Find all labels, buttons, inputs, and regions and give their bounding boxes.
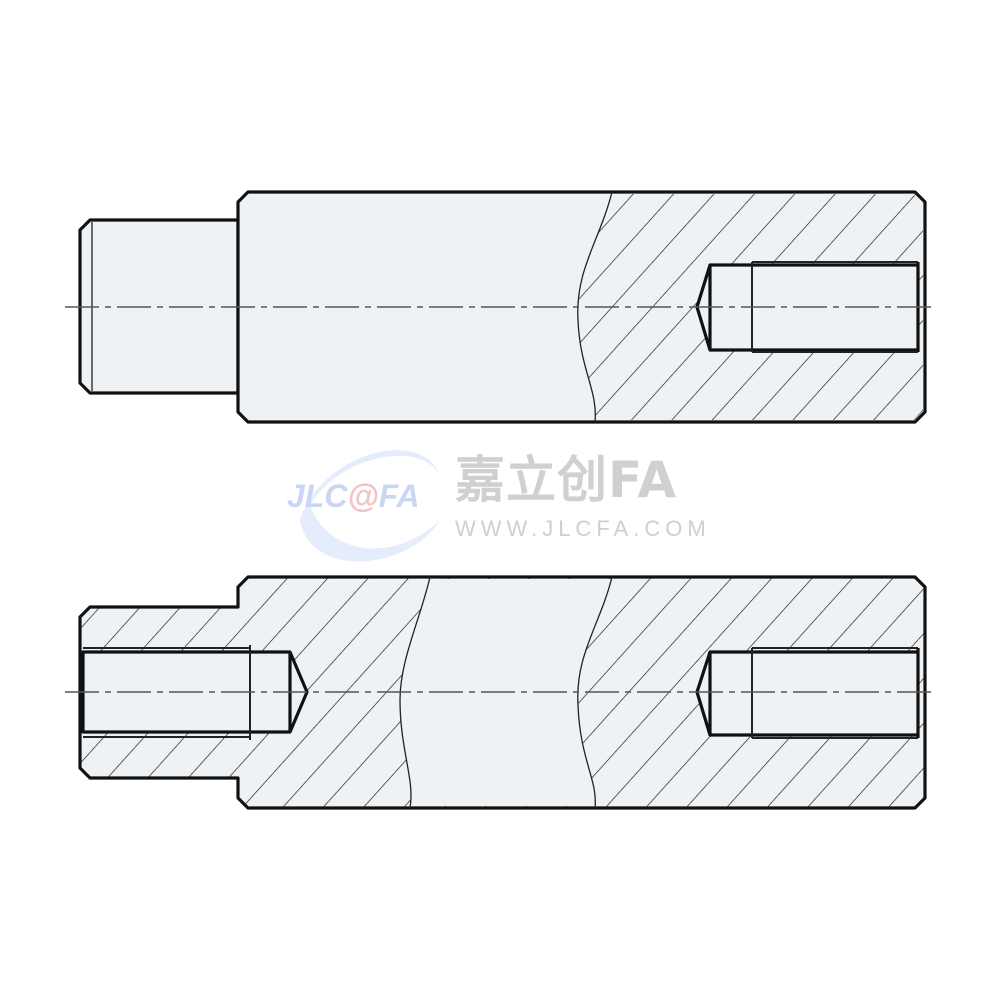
top-break-line — [577, 191, 613, 423]
logo-swoosh — [300, 449, 440, 562]
top-part — [65, 190, 935, 424]
bottom-break-line-right — [577, 576, 613, 809]
bottom-break-line-left — [399, 576, 431, 809]
bottom-right-hole-thread — [751, 647, 918, 739]
bottom-part — [65, 575, 935, 810]
bottom-right-hole — [695, 650, 918, 737]
